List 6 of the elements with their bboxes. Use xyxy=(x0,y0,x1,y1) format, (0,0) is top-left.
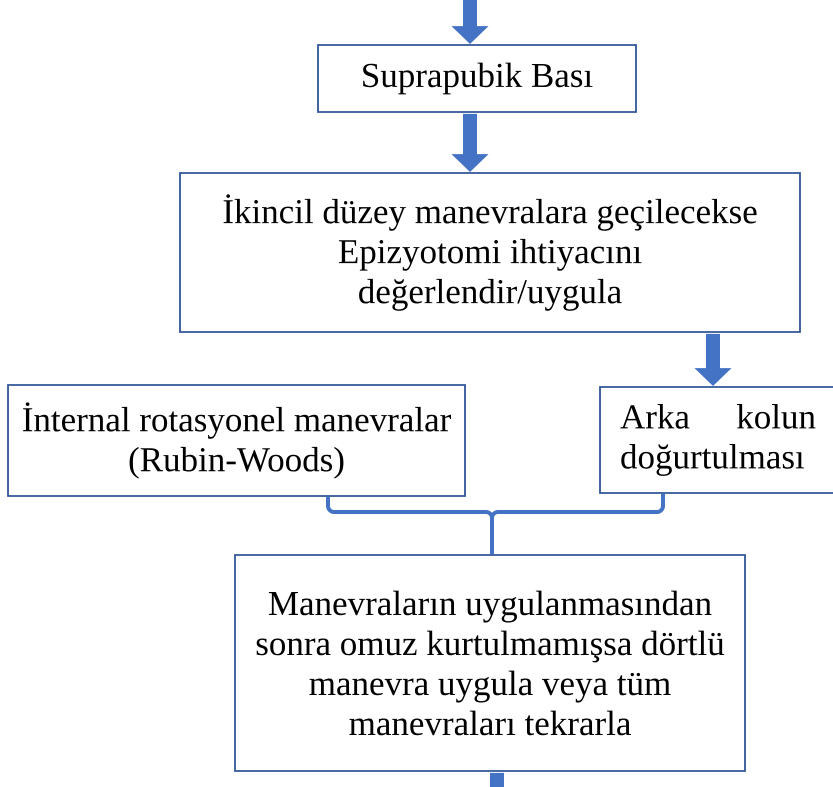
process-box: İkincil düzey manevralara geçilecekse Epizyotomi ihtiyacını değerlendir/uygula xyxy=(179,172,801,333)
process-box: Arka kolun doğurtulması xyxy=(599,386,833,494)
process-box: İnternal rotasyonel manevralar (Rubin-Woods) xyxy=(7,384,466,497)
connector-stub xyxy=(490,772,504,787)
process-box: Suprapubik Bası xyxy=(317,44,637,113)
process-box: Manevraların uygulanmasından sonra omuz kurtulmamışsa dörtlü manevra uygula veya tüm manevraları tekrarla xyxy=(234,554,746,772)
